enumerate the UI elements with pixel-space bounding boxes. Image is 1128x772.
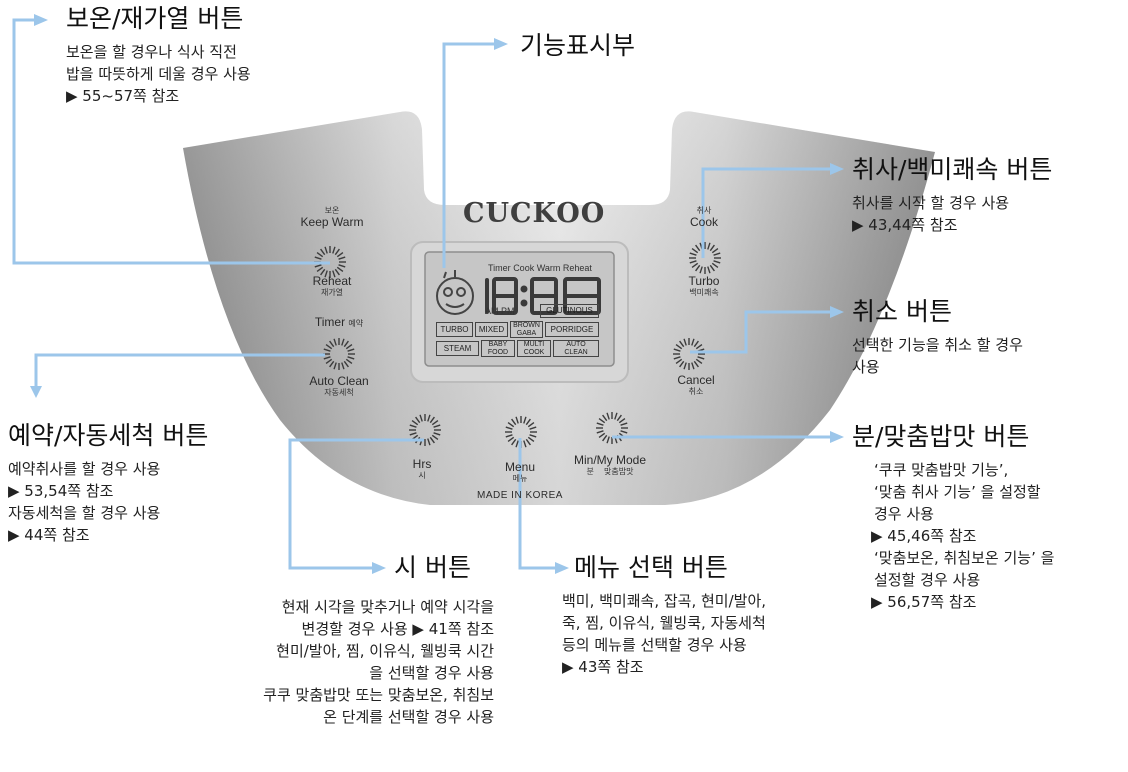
menu-button[interactable]: Menu 메뉴 bbox=[504, 460, 536, 484]
menu-brown-gaba: BROWN GABA bbox=[510, 321, 543, 338]
display-top-labels: Timer Cook Warm Reheat bbox=[488, 263, 592, 273]
menu-baby-food: BABY FOOD bbox=[481, 340, 515, 357]
callout-cancel: 취소 버튼 선택한 기능을 취소 할 경우 사용 bbox=[852, 297, 1023, 376]
display-ampm: AM PM bbox=[485, 306, 515, 316]
menu-multi-cook: MULTI COOK bbox=[517, 340, 551, 357]
menu-button-rays-icon bbox=[505, 416, 537, 448]
menu-glutinous: GLUTINOUS bbox=[540, 304, 599, 318]
brand-logo: CUCKOO bbox=[463, 198, 606, 229]
menu-porridge: PORRIDGE bbox=[545, 322, 599, 337]
menu-turbo: TURBO bbox=[436, 322, 473, 337]
timer-button[interactable]: Timer 예약 Auto Clean 자동세척 bbox=[309, 315, 369, 398]
callout-min: 분/맞춤밥맛 버튼 ‘쿠쿠 맞춤밥맛 기능’, ‘맞춤 취사 기능’ 을 설정할… bbox=[852, 422, 1055, 611]
callout-hrs: 시 버튼 bbox=[394, 553, 471, 582]
cancel-button[interactable]: Cancel 취소 bbox=[677, 373, 715, 397]
leader-arrowheads bbox=[30, 14, 844, 574]
leader-lines bbox=[12, 18, 830, 570]
callout-keep-warm: 보온/재가열 버튼 보온을 할 경우나 식사 직전 밥을 따뜻하게 데울 경우 … bbox=[66, 4, 251, 105]
callout-hrs-desc: 현재 시각을 맞추거나 예약 시각을 변경할 경우 사용 ▶ 41쪽 참조 현미… bbox=[263, 598, 494, 726]
menu-mixed: MIXED bbox=[475, 322, 508, 337]
callout-menu: 메뉴 선택 버튼 백미, 백미쾌속, 잡곡, 현미/발아, 죽, 찜, 이유식,… bbox=[562, 553, 767, 676]
pot-icon bbox=[436, 270, 474, 315]
callout-timer: 예약/자동세척 버튼 예약취사를 할 경우 사용 ▶ 53,54쪽 참조 자동세… bbox=[8, 421, 209, 544]
cook-button-rays-icon bbox=[689, 242, 721, 274]
made-in-label: MADE IN KOREA bbox=[477, 490, 563, 501]
hrs-button[interactable]: Hrs 시 bbox=[412, 457, 432, 481]
keep-warm-button[interactable]: 보온 Keep Warm Reheat 재가열 bbox=[300, 206, 364, 297]
menu-auto-clean: AUTO CLEAN bbox=[553, 340, 599, 357]
digit-display bbox=[485, 277, 601, 315]
min-my-mode-button[interactable]: Min/My Mode 분 맞춤밥맛 bbox=[573, 453, 647, 477]
callout-display: 기능표시부 bbox=[520, 31, 636, 60]
callout-cook: 취사/백미쾌속 버튼 취사를 시작 할 경우 사용 ▶ 43,44쪽 참조 bbox=[852, 155, 1053, 234]
menu-steam: STEAM bbox=[436, 341, 479, 356]
cook-button[interactable]: 취사 Cook Turbo 백미쾌속 bbox=[688, 206, 720, 297]
